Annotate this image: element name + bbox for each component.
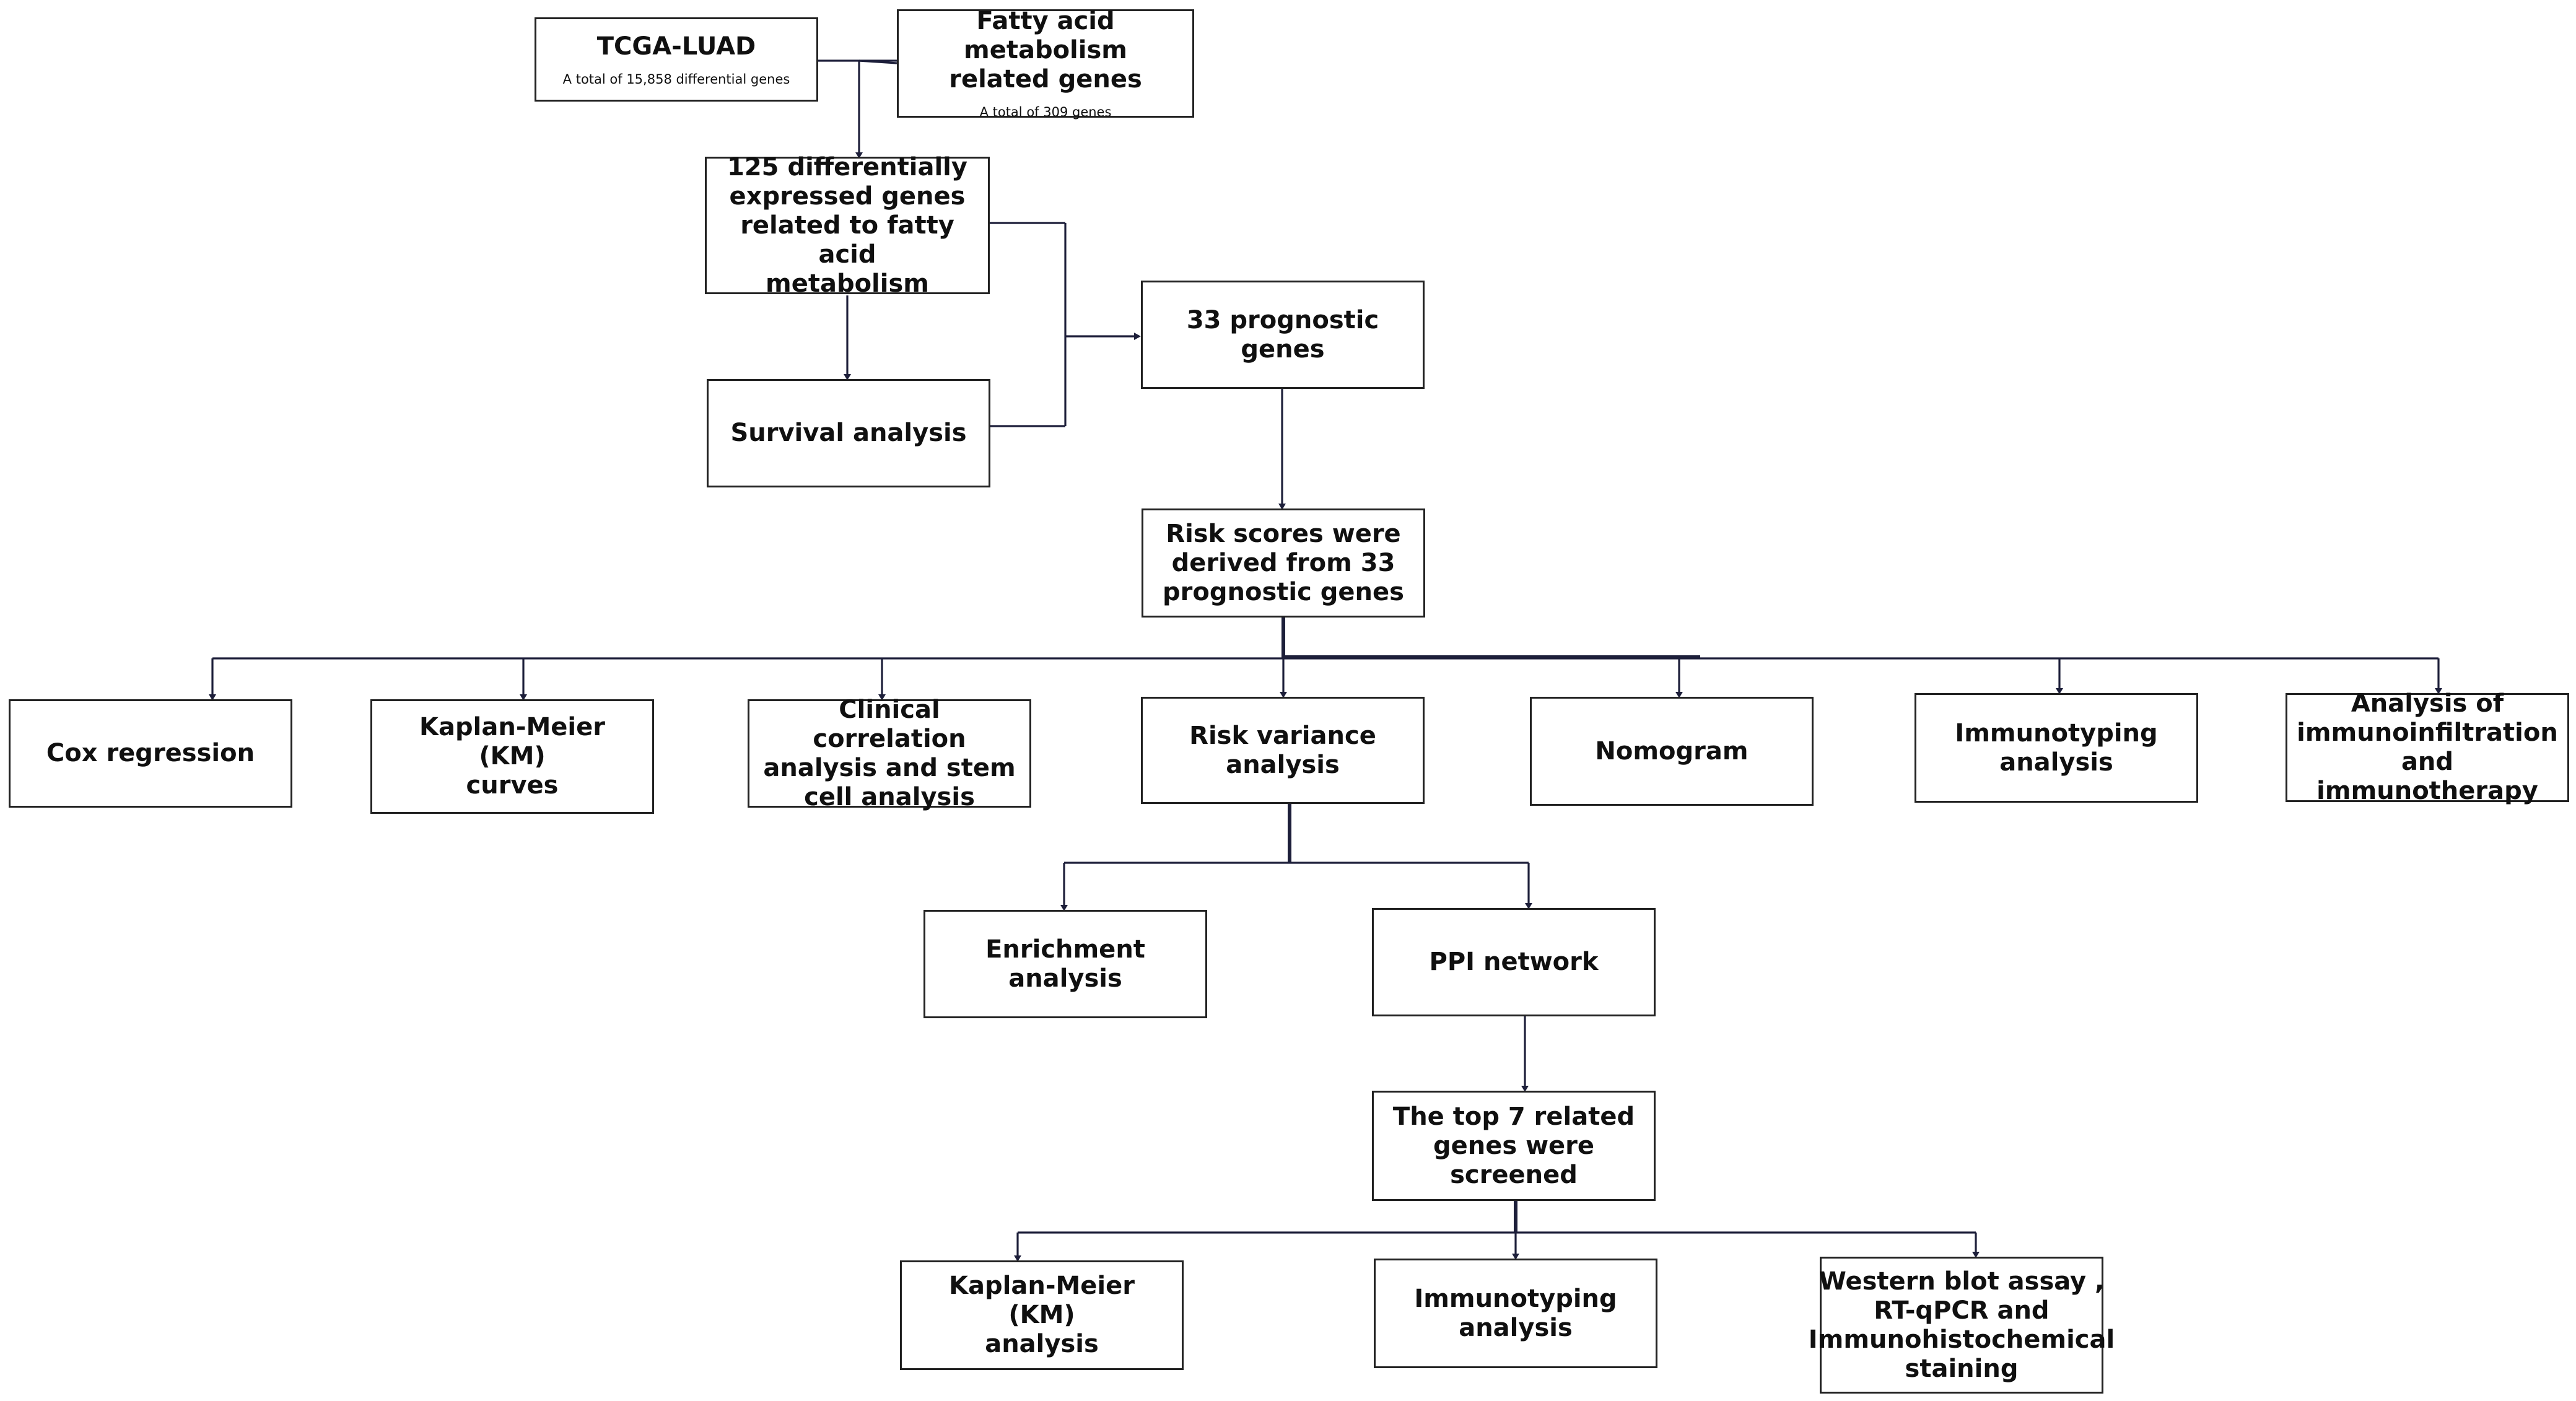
node-enrichment-analysis: Enrichment analysis: [923, 910, 1207, 1018]
arrowhead: [878, 694, 886, 701]
node-risk-scores: Risk scores were derived from 33 prognos…: [1142, 508, 1425, 618]
arrowhead: [1014, 1255, 1021, 1262]
node-immunoinfiltration-title: Analysis of immunoinfiltration and immun…: [2297, 689, 2558, 805]
connector-fatty-in: [858, 59, 897, 64]
node-immunotyping-analysis: Immunotyping analysis: [1915, 693, 2198, 803]
node-tcga-luad-title: TCGA-LUAD: [596, 32, 756, 61]
node-tcga-luad-subtitle: A total of 15,858 differential genes: [562, 71, 790, 87]
node-immunotyping-analysis-title: Immunotyping analysis: [1955, 718, 2158, 777]
node-125-deg: 125 differentially expressed genes relat…: [705, 153, 990, 298]
node-clinical-correlation: Clinical correlation analysis and stem c…: [748, 696, 1031, 811]
arrowhead: [1512, 1254, 1519, 1260]
arrowhead: [855, 152, 863, 159]
node-risk-variance-analysis-title: Risk variance analysis: [1189, 721, 1376, 779]
node-33-prognostic-genes-title: 33 prognostic genes: [1186, 305, 1379, 364]
node-fatty-acid-genes-subtitle: A total of 309 genes: [979, 105, 1112, 120]
node-fatty-acid-genes: Fatty acid metabolism related genes A to…: [897, 7, 1194, 120]
node-enrichment-analysis-title: Enrichment analysis: [985, 935, 1145, 993]
node-western-blot: Western blot assay , RT-qPCR and Immunoh…: [1809, 1257, 2115, 1394]
arrowhead: [1278, 504, 1286, 510]
node-top7-genes-title: The top 7 related genes were screened: [1392, 1102, 1635, 1189]
arrowhead: [1525, 903, 1532, 909]
node-nomogram: Nomogram: [1530, 697, 1814, 806]
node-western-blot-title: Western blot assay , RT-qPCR and Immunoh…: [1808, 1267, 2115, 1383]
node-33-prognostic-genes: 33 prognostic genes: [1141, 281, 1425, 389]
node-cox-regression: Cox regression: [9, 699, 292, 808]
node-immunoinfiltration: Analysis of immunoinfiltration and immun…: [2286, 689, 2569, 805]
node-survival-analysis: Survival analysis: [707, 379, 990, 487]
node-clinical-correlation-title: Clinical correlation analysis and stem c…: [763, 695, 1016, 811]
node-ppi-network: PPI network: [1372, 908, 1656, 1016]
node-km-analysis: Kaplan-Meier (KM) analysis: [900, 1260, 1184, 1370]
arrowhead: [1521, 1086, 1529, 1092]
node-tcga-luad: TCGA-LUAD A total of 15,858 differential…: [535, 17, 818, 102]
node-ppi-network-title: PPI network: [1429, 948, 1599, 976]
node-km-analysis-title: Kaplan-Meier (KM) analysis: [949, 1272, 1135, 1358]
node-cox-regression-title: Cox regression: [46, 739, 255, 767]
arrowhead: [209, 694, 216, 701]
arrowhead: [520, 694, 527, 701]
node-immunotyping-analysis-2: Immunotyping analysis: [1374, 1259, 1657, 1368]
node-125-deg-title: 125 differentially expressed genes relat…: [727, 152, 967, 298]
node-risk-scores-title: Risk scores were derived from 33 prognos…: [1163, 519, 1404, 606]
node-immunotyping-analysis-2-title: Immunotyping analysis: [1414, 1284, 1617, 1342]
arrowhead: [1060, 905, 1068, 911]
arrowhead: [1280, 692, 1287, 698]
node-km-curves-title: Kaplan-Meier (KM) curves: [419, 713, 605, 800]
arrowhead: [2435, 688, 2442, 694]
node-survival-analysis-title: Survival analysis: [730, 419, 967, 447]
arrowhead: [1675, 692, 1683, 698]
node-nomogram-title: Nomogram: [1595, 736, 1749, 766]
arrowhead: [2056, 688, 2063, 694]
node-top7-genes: The top 7 related genes were screened: [1372, 1091, 1656, 1201]
node-risk-variance-analysis: Risk variance analysis: [1141, 697, 1425, 804]
node-fatty-acid-genes-title: Fatty acid metabolism related genes: [949, 7, 1142, 94]
arrowhead: [1134, 333, 1141, 340]
arrowhead: [844, 374, 851, 380]
arrowhead: [1972, 1252, 1980, 1258]
node-km-curves: Kaplan-Meier (KM) curves: [370, 699, 654, 814]
